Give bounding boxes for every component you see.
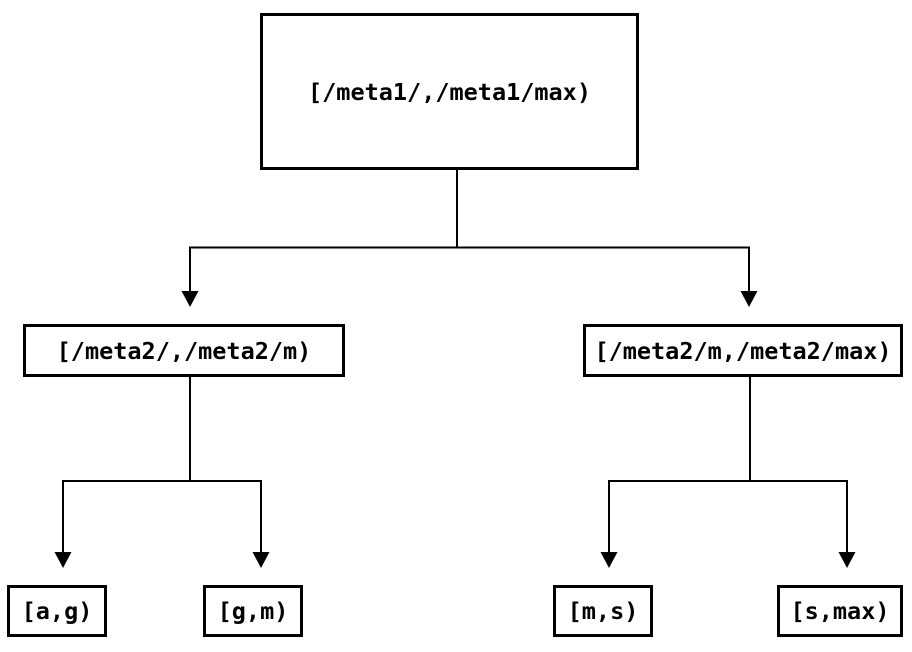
node-label: [m,s) <box>567 597 639 625</box>
arrowhead-down-icon <box>181 291 199 307</box>
arrowhead-down-icon <box>252 552 270 568</box>
node-label: [/meta1/,/meta1/max) <box>308 77 591 106</box>
edge-left-bar <box>62 480 262 553</box>
node-label: [s,max) <box>790 597 890 625</box>
tree-leaf-smax: [s,max) <box>777 585 903 637</box>
node-label: [/meta2/,/meta2/m) <box>56 336 312 365</box>
tree-leaf-gm: [g,m) <box>203 585 303 637</box>
tree-node-root: [/meta1/,/meta1/max) <box>260 13 639 170</box>
edge-right-bar <box>608 480 848 553</box>
arrowhead-down-icon <box>740 291 758 307</box>
tree-node-meta2-low: [/meta2/,/meta2/m) <box>23 324 345 377</box>
tree-leaf-ms: [m,s) <box>553 585 653 637</box>
node-label: [/meta2/m,/meta2/max) <box>594 336 892 365</box>
tree-node-meta2-high: [/meta2/m,/meta2/max) <box>583 324 903 377</box>
node-label: [a,g) <box>21 597 93 625</box>
arrowhead-down-icon <box>838 552 856 568</box>
node-label: [g,m) <box>217 597 289 625</box>
edge-level1-bar <box>189 246 750 292</box>
arrowhead-down-icon <box>54 552 72 568</box>
tree-leaf-ag: [a,g) <box>7 585 107 637</box>
arrowhead-down-icon <box>600 552 618 568</box>
